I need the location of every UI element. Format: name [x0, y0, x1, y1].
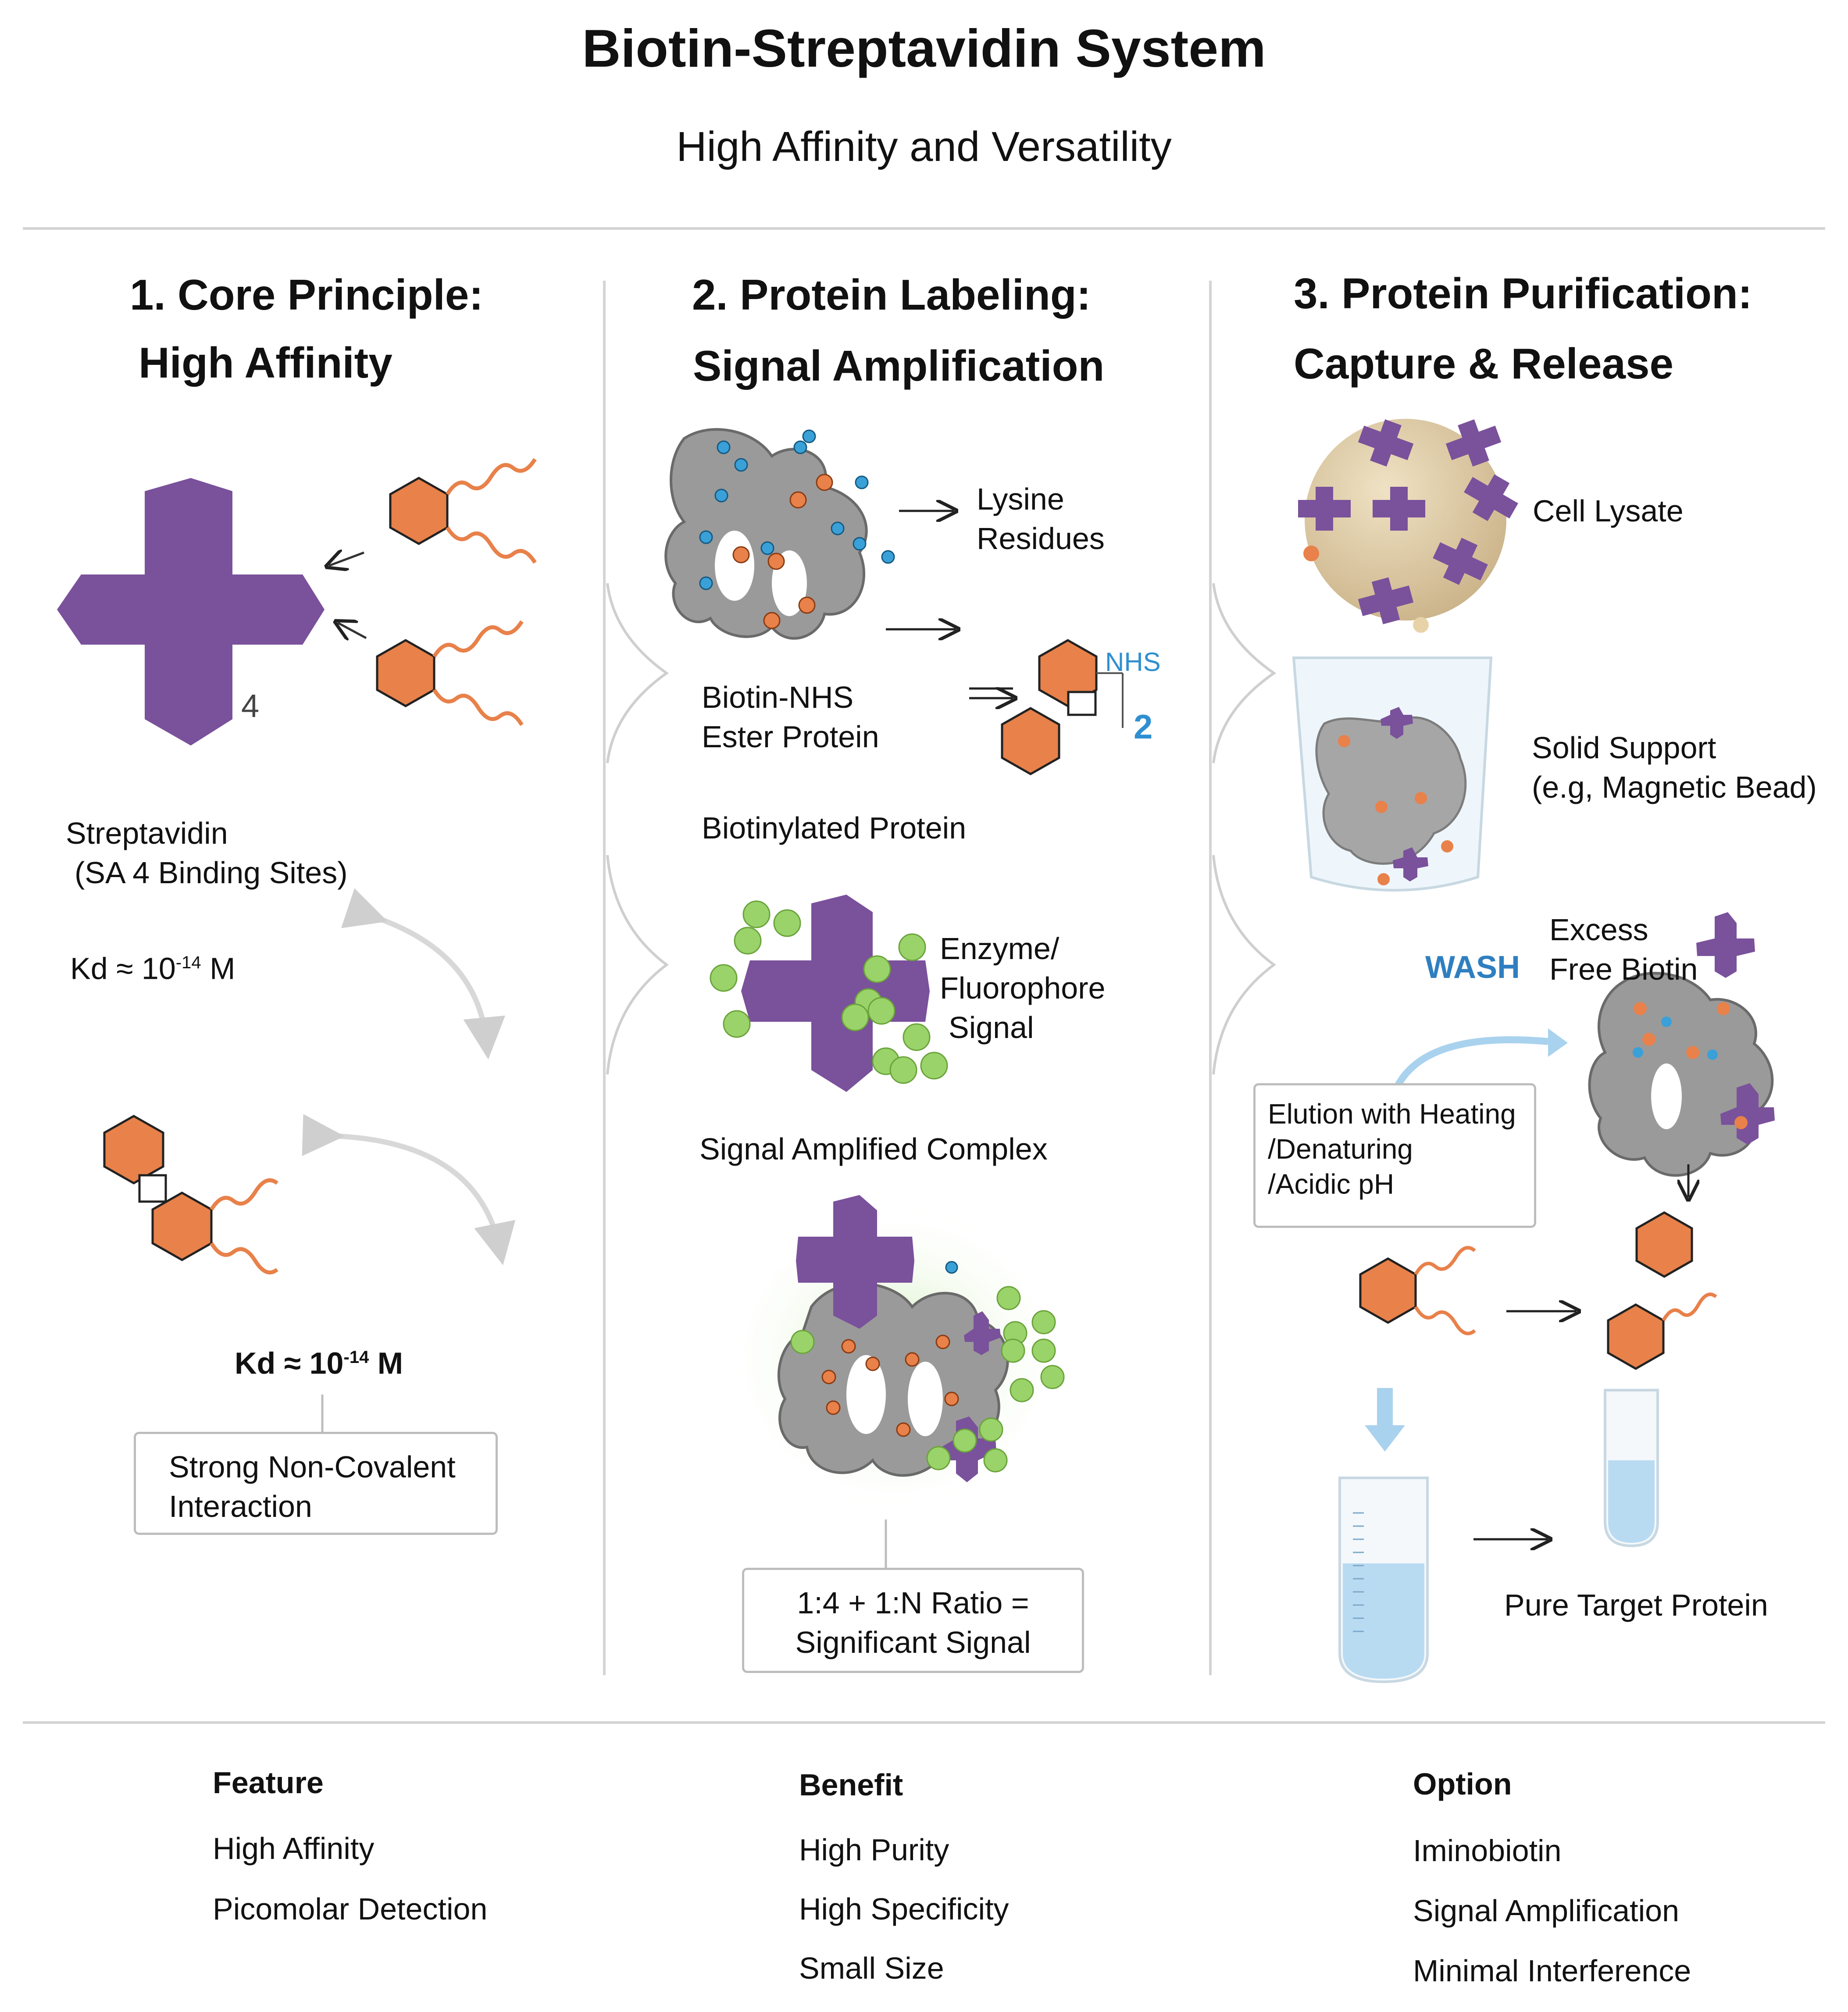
- enzyme-signal-complex: [710, 895, 948, 1092]
- header-divider: [23, 227, 1825, 230]
- kd-value-1-base: Kd ≈ 10: [70, 951, 176, 986]
- elution-box-line3: /Acidic pH: [1268, 1168, 1395, 1200]
- table-cell: Iminobiotin: [1413, 1834, 1562, 1868]
- lysine-label: Lysine Residues: [977, 479, 1105, 558]
- streptavidin-label: Streptavidin (SA 4 Binding Sites): [66, 813, 348, 892]
- pure-target-label: Pure Target Protein: [1504, 1588, 1768, 1622]
- biotin-nhs-label-line1: Biotin-NHS: [702, 680, 854, 714]
- table-header-feature: Feature: [213, 1766, 324, 1800]
- signal-amplified-complex: [778, 1195, 1065, 1482]
- table-cell: High Specificity: [799, 1892, 1009, 1926]
- kd-value-1-unit: M: [210, 951, 235, 986]
- excess-biotin-label-line1: Excess: [1549, 913, 1648, 947]
- lysine-label-line1: Lysine: [977, 482, 1064, 516]
- ratio-box: 1:4 + 1:N Ratio = Significant Signal: [742, 1568, 1084, 1673]
- section1-heading-line1: 1. Core Principle:: [130, 271, 484, 319]
- nhs-label: NHS: [1105, 647, 1161, 677]
- section3-heading-line2: Capture & Release: [1294, 339, 1674, 388]
- enzyme-signal-label: Enzyme/ Fluorophore Signal: [940, 929, 1105, 1047]
- captured-protein-blob: [1588, 912, 1775, 1177]
- page-title: Biotin-Streptavidin System: [582, 18, 1266, 78]
- enzyme-label-line1: Enzyme/: [940, 931, 1060, 966]
- kd-value-1: Kd ≈ 10-14 M: [70, 943, 235, 988]
- enzyme-label-line2: Fluorophore: [940, 971, 1106, 1005]
- table-column-feature: Feature High Affinity Picomolar Detectio…: [213, 1765, 487, 1926]
- signal-complex-label: Signal Amplified Complex: [699, 1132, 1048, 1166]
- page-subtitle: High Affinity and Versatility: [676, 123, 1172, 170]
- table-column-option: Option Iminobiotin Signal Amplification …: [1413, 1766, 1691, 1988]
- table-cell: Picomolar Detection: [213, 1892, 488, 1926]
- kd-value-2-base: Kd ≈ 10: [235, 1346, 344, 1381]
- biotin-molecule-1: [389, 458, 537, 564]
- beaker-solid-support: [1292, 656, 1493, 892]
- cell-lysate-label: Cell Lysate: [1533, 494, 1684, 528]
- elution-box-line2: /Denaturing: [1268, 1133, 1413, 1165]
- streptavidin-label-line1: Streptavidin: [66, 816, 228, 850]
- kd-value-2: Kd ≈ 10-14 M: [235, 1338, 403, 1383]
- table-cell: High Purity: [799, 1833, 949, 1867]
- test-tube-pure-protein: [1604, 1389, 1659, 1548]
- elution-box: Elution with Heating /Denaturing /Acidic…: [1253, 1083, 1536, 1228]
- table-cell: Signal Amplification: [1413, 1894, 1679, 1928]
- table-cell: High Affinity: [213, 1831, 375, 1866]
- column-divider-1: [603, 281, 606, 1675]
- ratio-box-line2: Significant Signal: [795, 1625, 1031, 1659]
- wash-label: WASH: [1425, 950, 1520, 985]
- section2-heading-line2: Signal Amplification: [693, 342, 1105, 390]
- excess-biotin-label-line2: Free Biotin: [1549, 952, 1698, 986]
- ratio-box-line1: 1:4 + 1:N Ratio =: [797, 1586, 1029, 1620]
- lysine-label-line2: Residues: [977, 521, 1105, 556]
- biotinylated-protein-label: Biotinylated Protein: [702, 811, 967, 845]
- table-header-option: Option: [1413, 1767, 1512, 1801]
- table-divider: [23, 1721, 1825, 1724]
- bound-biotin-complex: [103, 1115, 278, 1275]
- solid-support-label-line1: Solid Support: [1532, 731, 1716, 765]
- kd-value-1-exponent: -14: [175, 953, 201, 972]
- cell-lysate-bead: [1298, 419, 1518, 633]
- nhs-ester-molecule: [1001, 639, 1124, 775]
- kd-value-2-exponent: -14: [343, 1348, 369, 1367]
- lysine-protein-blob: [664, 428, 895, 640]
- test-tube-large: [1338, 1477, 1429, 1684]
- excess-biotin-label: Excess Free Biotin: [1549, 910, 1698, 989]
- interaction-box-line1: Strong Non-Covalent: [169, 1450, 456, 1484]
- table-column-benefit: Benefit High Purity High Specificity Sma…: [799, 1767, 1009, 1986]
- nhs-number: 2: [1134, 707, 1153, 746]
- interaction-box-line2: Interaction: [169, 1489, 312, 1523]
- section3-heading-line1: 3. Protein Purification:: [1294, 269, 1752, 317]
- interaction-box: Strong Non-Covalent Interaction: [134, 1432, 498, 1535]
- section1-heading-line2: High Affinity: [139, 339, 392, 387]
- released-biotin: [1359, 1211, 1717, 1370]
- biotin-nhs-label-line2: Ester Protein: [702, 720, 879, 754]
- column-divider-2: [1209, 281, 1212, 1675]
- binding-site-count: 4: [241, 688, 260, 724]
- enzyme-label-line3: Signal: [949, 1010, 1034, 1045]
- streptavidin-cross: [57, 478, 325, 746]
- biotin-nhs-label: Biotin-NHS Ester Protein: [702, 678, 879, 756]
- table-header-benefit: Benefit: [799, 1768, 903, 1802]
- streptavidin-label-line2: (SA 4 Binding Sites): [75, 856, 348, 890]
- table-cell: Minimal Interference: [1413, 1954, 1691, 1988]
- biotin-molecule-2: [376, 620, 524, 726]
- section2-heading-line1: 2. Protein Labeling:: [692, 271, 1091, 319]
- solid-support-label-line2: (e.g, Magnetic Bead): [1532, 770, 1817, 804]
- table-cell: Small Size: [799, 1951, 944, 1985]
- elution-box-line1: Elution with Heating: [1268, 1098, 1516, 1130]
- kd-value-2-unit: M: [377, 1346, 403, 1381]
- solid-support-label: Solid Support (e.g, Magnetic Bead): [1532, 728, 1817, 807]
